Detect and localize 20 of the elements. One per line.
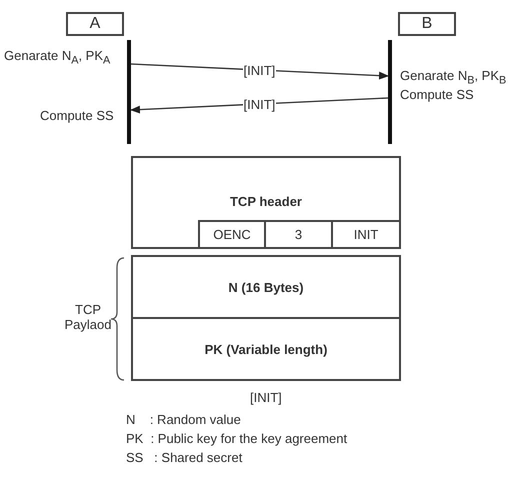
glossary-entry: SS : Shared secret: [126, 450, 242, 465]
step-note: Genarate N$_{A}$, PK$_{A}$: [4, 48, 110, 67]
step-note: Genarate N$_{B}$, PK$_{B}$: [400, 68, 506, 87]
glossary-entry: N : Random value: [126, 412, 241, 427]
lifeline: [127, 40, 131, 144]
header-title: TCP header: [230, 194, 302, 209]
figure-caption: [INIT]: [250, 390, 282, 405]
participant-box: A: [66, 12, 124, 36]
payload-field: PK (Variable length): [131, 317, 401, 381]
glossary-entry: PK : Public key for the key agreement: [126, 431, 348, 446]
header-block: [131, 156, 401, 249]
payload-field: N (16 Bytes): [131, 255, 401, 319]
header-field: OENC: [198, 220, 266, 249]
lifeline: [388, 40, 392, 144]
brace-label: TCP Paylaod: [64, 302, 112, 332]
edge-label: [INIT]: [242, 62, 276, 78]
edge-label: [INIT]: [242, 96, 276, 112]
participant-box: B: [398, 12, 456, 36]
step-note: Compute SS: [40, 108, 114, 123]
step-note: Compute SS: [400, 87, 474, 102]
